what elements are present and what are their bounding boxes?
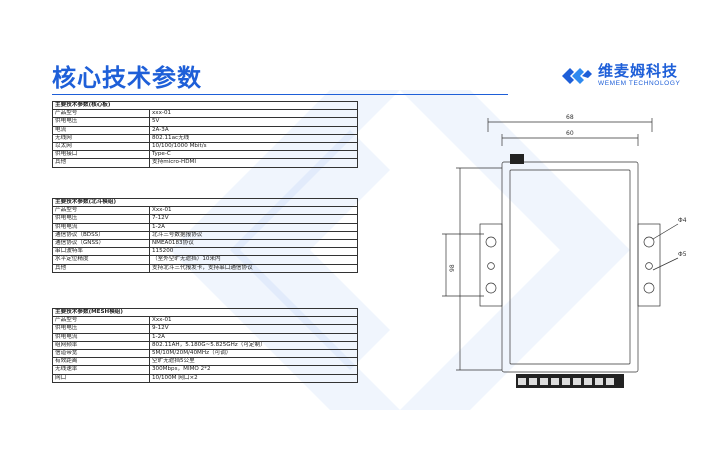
spec-value: 北斗三号数据报协议 xyxy=(149,230,358,241)
spec-key: 供电电流 xyxy=(52,332,150,342)
table-caption: 主要技术参数(核心板) xyxy=(52,100,358,111)
spec-key: 产品型号 xyxy=(52,206,150,216)
spec-value: 1-2A xyxy=(149,222,358,232)
spec-value: xxx-01 xyxy=(149,109,358,119)
dim-top-inner: 60 xyxy=(566,130,574,137)
spec-key: 水平定位精度 xyxy=(52,255,150,265)
spec-value: 802.11AH，5.180G~5.825GHz（可定制） xyxy=(149,340,358,351)
spec-key: 产品型号 xyxy=(52,109,150,119)
spec-value: Type-C xyxy=(149,150,358,160)
spec-value: 10/100M 网口×2 xyxy=(149,373,358,383)
spec-key: 信道带宽 xyxy=(52,349,150,359)
spec-key: 以太网 xyxy=(52,142,150,152)
spec-value: 300Mbps，MIMO 2*2 xyxy=(149,365,358,375)
brand-name: 维麦姆科技 xyxy=(598,62,679,80)
spec-key: 通信协议（GNSS） xyxy=(52,239,150,249)
hole-upper-label: Φ4 xyxy=(678,217,687,224)
spec-value: 空旷无遮挡5公里 xyxy=(149,357,358,367)
spec-key: 供电电流 xyxy=(52,222,150,232)
spec-value: 2A-3A xyxy=(149,125,358,135)
table-row: 通信协议（GNSS）NMEA0183协议 xyxy=(52,239,358,249)
spec-value: 1-2A xyxy=(149,332,358,342)
spec-key: 无线网 xyxy=(52,133,150,144)
spec-key: 其他 xyxy=(52,263,150,273)
spec-value: 7-12V xyxy=(149,214,358,224)
dim-top-outer: 68 xyxy=(566,114,574,121)
spec-value: 115200 xyxy=(149,247,358,257)
spec-key: 网口 xyxy=(52,373,150,383)
spec-key: 供电电压 xyxy=(52,117,150,127)
spec-value: 5M/10M/20M/40MHz（可调） xyxy=(149,349,358,359)
spec-key: 串口波特率 xyxy=(52,247,150,257)
device-dimension-drawing: 68 60 35 98 Φ4 Φ5 xyxy=(442,114,687,388)
spec-key: 供电接口 xyxy=(52,150,150,160)
page-title: 核心技术参数 xyxy=(52,64,202,92)
spec-value: （室外空旷无遮挡）10米内 xyxy=(149,255,358,265)
spec-key: 组网频率 xyxy=(52,340,150,351)
spec-value: 支持北斗三代报发卡，支持串口通信协议 xyxy=(149,263,358,273)
spec-value: 5V xyxy=(149,117,358,127)
spec-value: Xxx-01 xyxy=(149,206,358,216)
spec-value: Xxx-01 xyxy=(149,316,358,326)
spec-value: NMEA0183协议 xyxy=(149,239,358,249)
brand-name-en: WEMEM TECHNOLOGY xyxy=(598,80,681,87)
table-caption: 主要技术参数(MESH模组) xyxy=(52,307,358,318)
spec-key: 其他 xyxy=(52,158,150,168)
spec-value: 10/100/1000 Mbit/s xyxy=(149,142,358,152)
table-row: 其他支持micro-HDMI xyxy=(52,158,358,168)
spec-value: 802.11ac无线 xyxy=(149,133,358,144)
table-row: 其他支持北斗三代报发卡，支持串口通信协议 xyxy=(52,263,358,273)
spec-value: 9-12V xyxy=(149,324,358,334)
spec-key: 有效距离 xyxy=(52,357,150,367)
table-caption: 主要技术参数(北斗模组) xyxy=(52,197,358,208)
spec-value: 支持micro-HDMI xyxy=(149,158,358,168)
dim-left-outer: 98 xyxy=(449,264,456,272)
hole-lower-label: Φ5 xyxy=(678,251,687,258)
spec-key: 电流 xyxy=(52,125,150,135)
table-row: 有效距离空旷无遮挡5公里 xyxy=(52,357,358,367)
spec-key: 供电电压 xyxy=(52,324,150,334)
spec-key: 供电电压 xyxy=(52,214,150,224)
spec-key: 产品型号 xyxy=(52,316,150,326)
table-row: 水平定位精度（室外空旷无遮挡）10米内 xyxy=(52,255,358,265)
brand-logo-icon xyxy=(562,68,592,84)
title-underline xyxy=(52,94,508,95)
spec-key: 无线速率 xyxy=(52,365,150,375)
spec-key: 通信协议（BDSS） xyxy=(52,230,150,241)
table-row: 通信协议（BDSS）北斗三号数据报协议 xyxy=(52,230,358,241)
brand-logo: 维麦姆科技 WEMEM TECHNOLOGY xyxy=(560,56,720,96)
